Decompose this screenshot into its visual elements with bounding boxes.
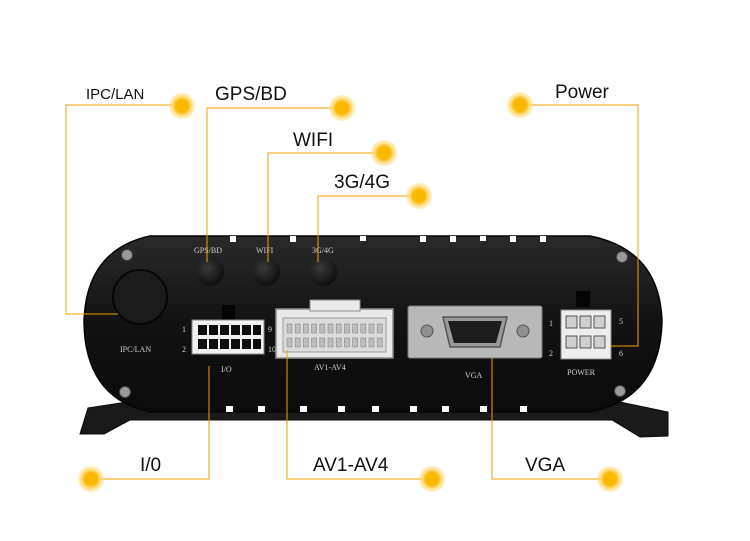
- av-pin: [327, 323, 334, 334]
- av-pin: [294, 337, 301, 348]
- power-leader: [520, 104, 639, 347]
- av-pin: [352, 323, 358, 334]
- av-pin: [376, 337, 383, 348]
- av-connector-pins: [286, 323, 383, 348]
- av-pin: [327, 337, 334, 348]
- av-pin: [352, 337, 358, 348]
- av-pin: [360, 323, 367, 334]
- power-pin-1-label: 1: [549, 319, 553, 328]
- gps-bd-marker-dot: [329, 95, 355, 121]
- 3g-4g-silkscreen: 3G/4G: [312, 246, 334, 255]
- panel-screws: [119, 249, 628, 398]
- power-marker-dot: [507, 92, 533, 118]
- av-pin: [368, 337, 375, 348]
- ipc-lan-port: [112, 269, 168, 325]
- power-pin-5-label: 5: [619, 317, 623, 326]
- wifi-callout: WIFI: [293, 130, 334, 151]
- ipc-lan-silkscreen: IPC/LAN: [120, 345, 151, 354]
- power-connector-pins: [565, 315, 606, 349]
- 3g-4g-antenna-connector: [309, 258, 337, 286]
- power-pin-2-label: 2: [549, 349, 553, 358]
- av-pin: [335, 337, 342, 348]
- power-callout: Power: [555, 82, 609, 103]
- vga-socket: [448, 321, 502, 343]
- av-pin: [344, 323, 350, 334]
- 3g-4g-leader: [317, 195, 419, 262]
- 3g-4g-marker-dot: [406, 183, 432, 209]
- av-pin: [344, 337, 350, 348]
- av-pin: [294, 323, 301, 334]
- av-pin: [319, 323, 326, 334]
- bottom-heatsink-fins: [226, 406, 527, 412]
- wifi-leader: [267, 152, 384, 262]
- av-connector-key: [309, 299, 361, 312]
- io-pin-9-label: 9: [268, 325, 272, 334]
- ipc-lan-leader: [65, 104, 180, 315]
- io-callout: I/0: [140, 455, 162, 476]
- vga-screw-left: [420, 324, 434, 338]
- 3g-4g-callout: 3G/4G: [334, 172, 390, 193]
- vga-callout: VGA: [525, 455, 566, 476]
- leader-lines: [65, 104, 639, 480]
- io-leader: [91, 366, 210, 480]
- wifi-antenna-connector: [252, 258, 280, 286]
- io-connector-latch: [222, 305, 235, 321]
- power-connector-latch: [576, 291, 590, 307]
- av-pin: [303, 323, 309, 334]
- av-pin: [376, 323, 383, 334]
- av-marker-dot: [419, 466, 445, 492]
- vga-marker-dot: [597, 466, 623, 492]
- av-pin: [360, 337, 367, 348]
- io-connector-pins: [198, 325, 261, 349]
- av-leader: [286, 350, 432, 480]
- gps-bd-leader: [206, 107, 342, 262]
- gps-bd-antenna-connector: [196, 258, 224, 286]
- gps-bd-silkscreen: GPS/BD: [194, 246, 222, 255]
- io-marker-dot: [78, 466, 104, 492]
- wifi-silkscreen: WIFI: [256, 246, 274, 255]
- av-pin: [311, 337, 317, 348]
- vga-screw-right: [516, 324, 530, 338]
- av-pin: [286, 337, 293, 348]
- io-silkscreen: I/O: [221, 365, 232, 374]
- vga-silkscreen: VGA: [465, 371, 483, 380]
- av-pin: [303, 337, 309, 348]
- gps-bd-callout: GPS/BD: [215, 84, 287, 105]
- top-heatsink-fins: [230, 236, 546, 242]
- power-pin-6-label: 6: [619, 349, 623, 358]
- wifi-marker-dot: [371, 140, 397, 166]
- io-pin-1-label: 1: [182, 325, 186, 334]
- ipc-lan-marker-dot: [169, 93, 195, 119]
- power-silkscreen: POWER: [567, 368, 596, 377]
- vga-leader: [491, 358, 610, 480]
- io-pin-10-label: 10: [268, 345, 276, 354]
- io-pin-2-label: 2: [182, 345, 186, 354]
- av-pin: [368, 323, 375, 334]
- av-pin: [311, 323, 317, 334]
- ipc-lan-callout: IPC/LAN: [86, 86, 145, 103]
- av-silkscreen: AV1-AV4: [314, 363, 346, 372]
- av-pin: [286, 323, 293, 334]
- av-callout: AV1-AV4: [313, 455, 389, 476]
- av-pin: [335, 323, 342, 334]
- av-pin: [319, 337, 326, 348]
